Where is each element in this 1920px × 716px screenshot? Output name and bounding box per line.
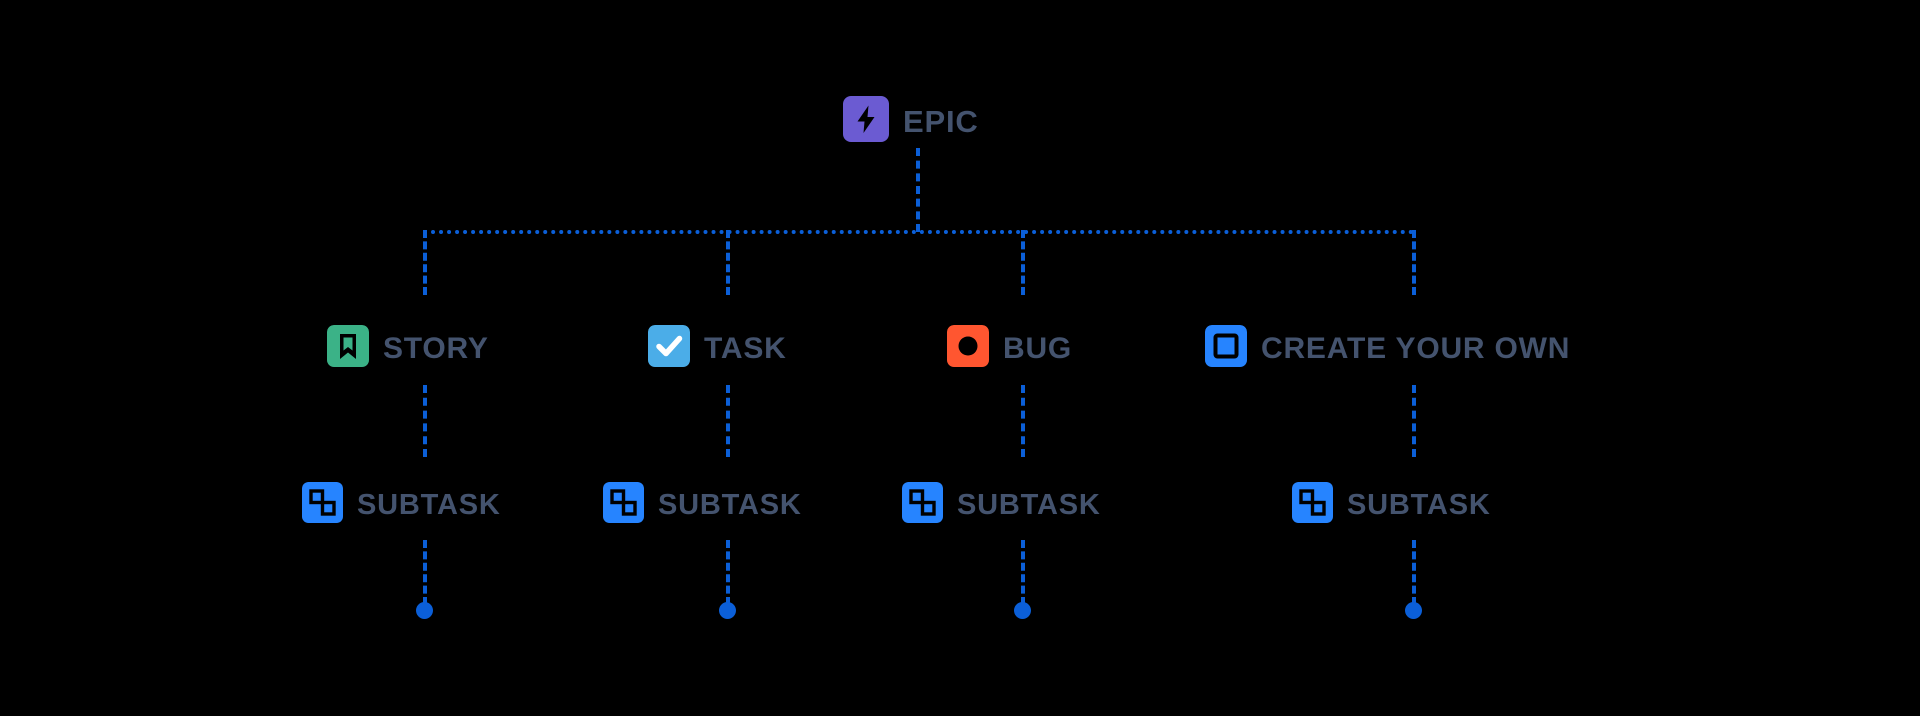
bug-circle-icon: [947, 325, 989, 372]
endpoint-dot-4: [1405, 602, 1422, 619]
connector-story-to-subtask: [423, 385, 427, 457]
connector-bus-to-bug: [1021, 230, 1025, 295]
connector-create-your-own-to-subtask: [1412, 385, 1416, 457]
node-task[interactable]: TASK: [648, 325, 787, 372]
connector-bus-to-create-your-own: [1412, 230, 1416, 295]
node-subtask-4[interactable]: SUBTASK: [1292, 482, 1491, 528]
connector-subtask-1-tail: [423, 540, 427, 605]
connector-subtask-3-tail: [1021, 540, 1025, 605]
node-bug-label: BUG: [1003, 331, 1073, 365]
epic-lightning-icon: [843, 96, 889, 147]
endpoint-dot-1: [416, 602, 433, 619]
node-subtask-3-label: SUBTASK: [957, 488, 1101, 521]
node-story-label: STORY: [383, 331, 489, 365]
connector-task-to-subtask: [726, 385, 730, 457]
connector-epic-stem: [916, 148, 920, 232]
node-subtask-3[interactable]: SUBTASK: [902, 482, 1101, 528]
subtask-icon: [902, 482, 943, 528]
connector-bus-to-story: [423, 230, 427, 295]
story-bookmark-icon: [327, 325, 369, 372]
custom-square-icon: [1205, 325, 1247, 372]
node-create-your-own[interactable]: CREATE YOUR OWN: [1205, 325, 1570, 372]
connector-bug-to-subtask: [1021, 385, 1025, 457]
task-check-icon: [648, 325, 690, 372]
subtask-icon: [1292, 482, 1333, 528]
node-subtask-1-label: SUBTASK: [357, 488, 501, 521]
endpoint-dot-2: [719, 602, 736, 619]
node-create-your-own-label: CREATE YOUR OWN: [1261, 331, 1571, 365]
node-epic-label: EPIC: [903, 104, 979, 139]
connector-horizontal-bus: [423, 230, 1414, 234]
node-subtask-4-label: SUBTASK: [1347, 488, 1491, 521]
subtask-icon: [603, 482, 644, 528]
subtask-icon: [302, 482, 343, 528]
endpoint-dot-3: [1014, 602, 1031, 619]
node-subtask-2[interactable]: SUBTASK: [603, 482, 802, 528]
node-subtask-1[interactable]: SUBTASK: [302, 482, 501, 528]
connector-bus-to-task: [726, 230, 730, 295]
node-story[interactable]: STORY: [327, 325, 489, 372]
node-subtask-2-label: SUBTASK: [658, 488, 802, 521]
connector-subtask-4-tail: [1412, 540, 1416, 605]
node-task-label: TASK: [704, 331, 787, 365]
node-epic[interactable]: EPIC: [843, 96, 979, 147]
node-bug[interactable]: BUG: [947, 325, 1072, 372]
connector-subtask-2-tail: [726, 540, 730, 605]
